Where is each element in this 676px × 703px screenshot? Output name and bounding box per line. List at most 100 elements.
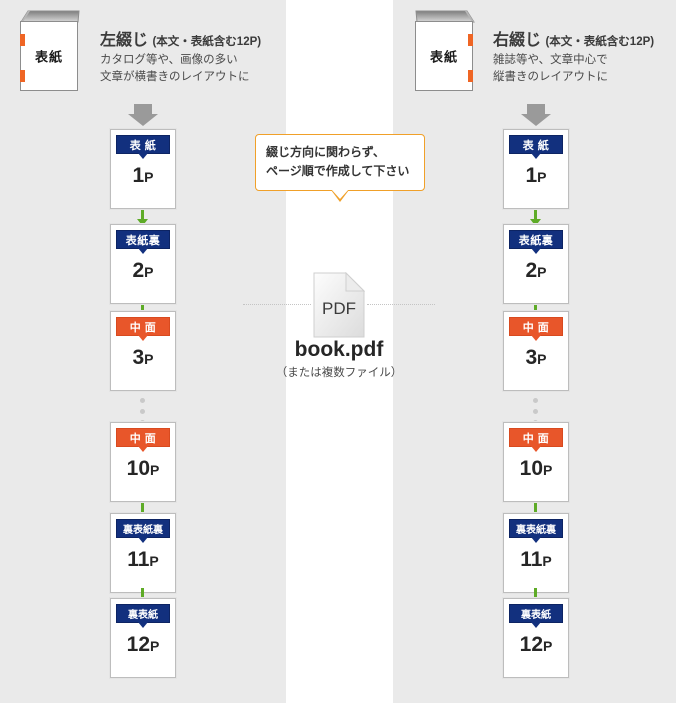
page-number-unit: P — [537, 264, 547, 280]
staple-mark-top — [468, 34, 473, 46]
page-card-number: 2P — [111, 259, 175, 283]
pdf-file-name: book.pdf — [294, 338, 384, 361]
description-line-2: 縦書きのレイアウトに — [493, 71, 608, 83]
staple-mark-top — [20, 34, 25, 46]
flow-arrow-gray — [128, 104, 158, 126]
banner-notch-icon — [531, 335, 541, 341]
page-card-number: 11P — [504, 548, 568, 572]
page-card-11[interactable]: 裏表紙裏 11P — [110, 513, 176, 593]
pdf-file-icon[interactable]: PDF — [313, 271, 366, 338]
page-card-11[interactable]: 裏表紙裏 11P — [503, 513, 569, 593]
page-card-number: 3P — [111, 346, 175, 370]
page-number-unit: P — [537, 169, 547, 185]
banner-notch-icon — [531, 622, 541, 628]
description-left-binding: カタログ等や、画像の多い 文章が横書きのレイアウトに — [100, 52, 250, 86]
page-card-2[interactable]: 表紙裏 2P — [503, 224, 569, 304]
page-card-label: 表 紙 — [129, 139, 157, 152]
banner-notch-icon — [531, 537, 541, 543]
page-card-number: 10P — [111, 457, 175, 481]
banner-notch-icon — [138, 622, 148, 628]
connector-arrow-1 — [137, 210, 148, 226]
page-card-banner: 中 面 — [509, 317, 563, 341]
description-line-1: 雑誌等や、文章中心で — [493, 54, 608, 66]
page-card-label: 裏表紙裏 — [516, 525, 556, 536]
page-card-3[interactable]: 中 面 3P — [503, 311, 569, 391]
banner-notch-icon — [138, 537, 148, 543]
page-card-12[interactable]: 裏表紙 12P — [503, 598, 569, 678]
description-line-2: 文章が横書きのレイアウトに — [100, 71, 250, 83]
page-number-value: 12 — [126, 633, 150, 656]
banner-notch-icon — [138, 335, 148, 341]
book-cover-label: 表紙 — [34, 49, 63, 65]
page-card-label: 表紙裏 — [125, 234, 161, 247]
page-card-label: 表 紙 — [522, 139, 550, 152]
banner-notch-icon — [138, 248, 148, 254]
page-card-banner: 表 紙 — [116, 135, 170, 159]
page-number-value: 2 — [525, 259, 538, 282]
heading-suffix: (本文・表紙含む12P) — [152, 36, 262, 48]
callout-line-2: ページ順で作成して下さい — [266, 164, 410, 178]
book-spine-top-icon — [415, 10, 475, 24]
page-card-banner: 表紙裏 — [509, 230, 563, 254]
page-card-label: 裏表紙裏 — [123, 525, 163, 536]
heading-title: 左綴じ — [100, 32, 149, 49]
column-left-binding: 表紙 左綴じ (本文・表紙含む12P) カタログ等や、画像の多い 文章が横書きの… — [0, 0, 286, 703]
dotted-connector-left — [243, 304, 311, 305]
page-number-value: 2 — [132, 259, 145, 282]
page-card-3[interactable]: 中 面 3P — [110, 311, 176, 391]
page-card-label: 裏表紙 — [128, 610, 158, 621]
staple-mark-bottom — [468, 70, 473, 82]
page-card-label: 裏表紙 — [521, 610, 551, 621]
page-card-10[interactable]: 中 面 10P — [503, 422, 569, 502]
banner-notch-icon — [531, 153, 541, 159]
page-card-banner: 中 面 — [116, 428, 170, 452]
page-card-banner: 中 面 — [509, 428, 563, 452]
book-illustration-left: 表紙 — [20, 10, 80, 92]
page-card-10[interactable]: 中 面 10P — [110, 422, 176, 502]
page-card-12[interactable]: 裏表紙 12P — [110, 598, 176, 678]
pdf-file-note: （または複数ファイル） — [275, 367, 403, 379]
description-right-binding: 雑誌等や、文章中心で 縦書きのレイアウトに — [493, 52, 608, 86]
page-card-label: 表紙裏 — [518, 234, 554, 247]
banner-notch-icon — [138, 153, 148, 159]
center-panel — [286, 0, 393, 703]
page-card-number: 1P — [111, 164, 175, 188]
page-number-value: 3 — [132, 346, 145, 369]
page-card-number: 11P — [111, 548, 175, 572]
page-card-number: 12P — [504, 633, 568, 657]
page-card-label: 中 面 — [522, 321, 550, 334]
page-number-unit: P — [144, 264, 154, 280]
heading-suffix: (本文・表紙含む12P) — [545, 36, 655, 48]
page-number-unit: P — [144, 351, 154, 367]
book-illustration-right: 表紙 — [415, 10, 475, 92]
banner-notch-icon — [138, 446, 148, 452]
column-right-binding: 表紙 右綴じ (本文・表紙含む12P) 雑誌等や、文章中心で 縦書きのレイアウト… — [393, 0, 676, 703]
instruction-callout-text: 綴じ方向に関わらず、 ページ順で作成して下さい — [256, 135, 424, 190]
page-number-value: 10 — [519, 457, 543, 480]
flow-arrow-gray — [521, 104, 551, 126]
page-number-value: 10 — [126, 457, 150, 480]
page-number-unit: P — [543, 638, 553, 654]
page-number-value: 11 — [127, 548, 150, 571]
page-number-unit: P — [542, 553, 552, 569]
page-card-number: 2P — [504, 259, 568, 283]
page-number-unit: P — [543, 462, 553, 478]
page-card-banner: 中 面 — [116, 317, 170, 341]
page-card-1[interactable]: 表 紙 1P — [110, 129, 176, 209]
page-number-value: 3 — [525, 346, 538, 369]
dotted-connector-right — [367, 304, 435, 305]
page-card-2[interactable]: 表紙裏 2P — [110, 224, 176, 304]
page-number-unit: P — [149, 553, 159, 569]
description-line-1: カタログ等や、画像の多い — [100, 54, 238, 66]
page-number-unit: P — [537, 351, 547, 367]
banner-notch-icon — [531, 446, 541, 452]
page-number-unit: P — [150, 462, 160, 478]
page-card-number: 12P — [111, 633, 175, 657]
page-number-unit: P — [150, 638, 160, 654]
page-card-number: 1P — [504, 164, 568, 188]
page-card-label: 中 面 — [129, 432, 157, 445]
page-card-1[interactable]: 表 紙 1P — [503, 129, 569, 209]
page-card-banner: 表 紙 — [509, 135, 563, 159]
page-number-value: 1 — [525, 164, 538, 187]
